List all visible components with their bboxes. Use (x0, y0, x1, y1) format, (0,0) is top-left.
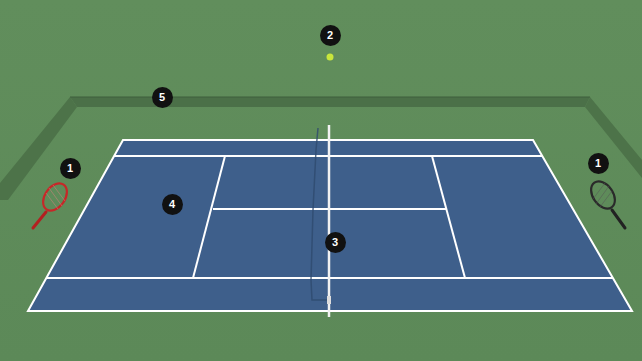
callout-number: 1 (60, 158, 81, 179)
callout-number: 4 (162, 194, 183, 215)
callout-number: 1 (588, 153, 609, 174)
callout-number: 3 (325, 232, 346, 253)
tennis-court (28, 125, 632, 317)
tennis-ball (327, 54, 334, 61)
black-racket (586, 177, 625, 228)
red-racket (33, 179, 72, 228)
callout-number: 2 (320, 25, 341, 46)
callout-number: 5 (152, 87, 173, 108)
